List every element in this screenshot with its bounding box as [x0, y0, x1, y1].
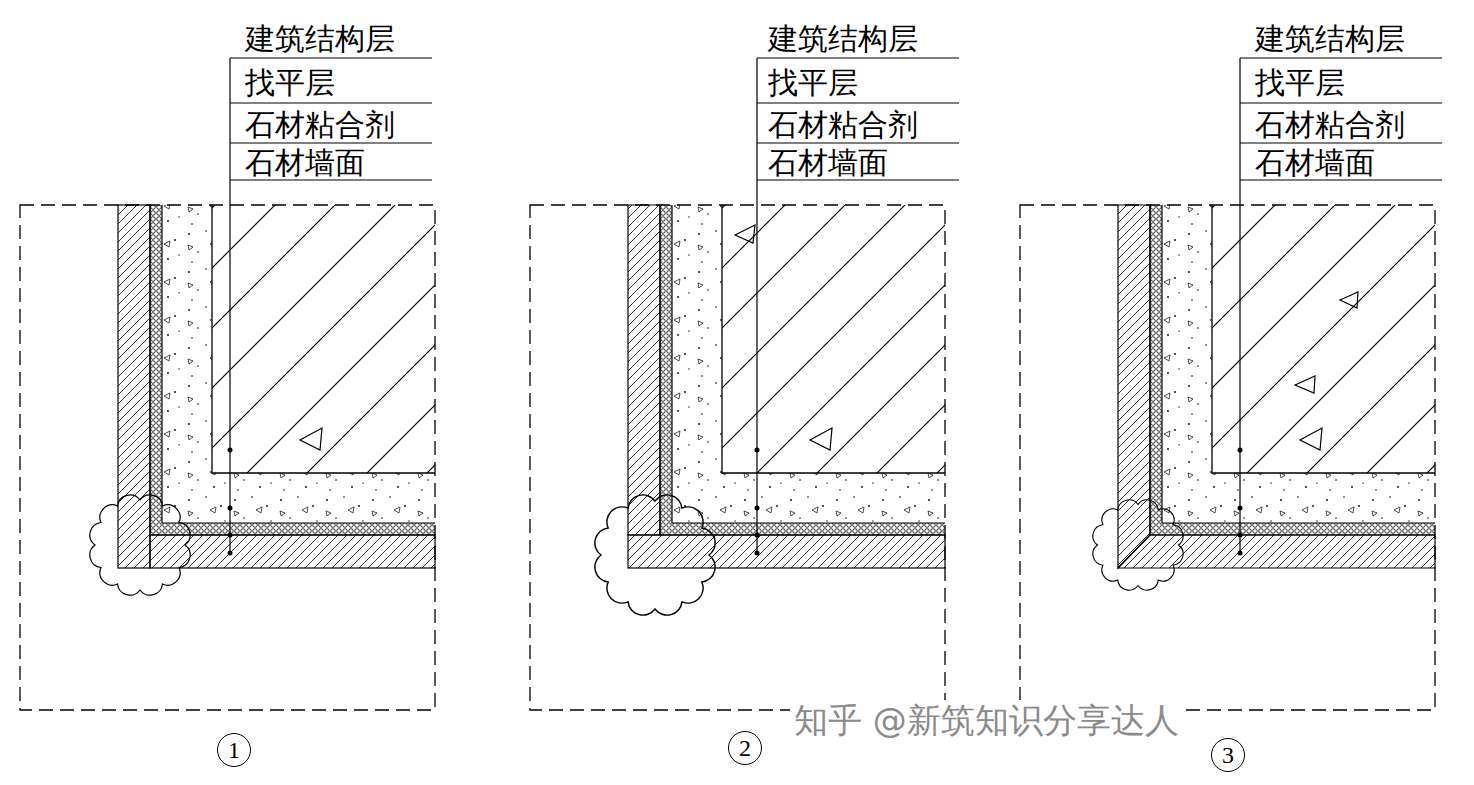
watermark: 知乎 @新筑知识分享达人 [790, 700, 1183, 740]
detail-2 [530, 205, 945, 710]
callout-circle: 2 [728, 731, 762, 765]
layer-label: 石材粘合剂 [1255, 108, 1405, 142]
layer-label: 建筑结构层 [768, 22, 918, 56]
leader-dots [228, 448, 1243, 556]
layer-label: 石材墙面 [768, 146, 888, 180]
callout-number: 3 [1222, 742, 1234, 768]
layer-label: 找平层 [245, 66, 335, 100]
layer-label: 找平层 [768, 66, 858, 100]
leader-stack [230, 58, 1442, 555]
callout-number: 2 [739, 735, 751, 761]
layer-label: 找平层 [1255, 66, 1345, 100]
callout-circle: 1 [217, 733, 251, 767]
layer-label: 建筑结构层 [245, 22, 395, 56]
detail-1 [20, 205, 435, 710]
callout-number: 1 [228, 737, 240, 763]
layer-label: 石材粘合剂 [768, 108, 918, 142]
layer-label: 石材墙面 [1255, 146, 1375, 180]
layer-label: 建筑结构层 [1255, 22, 1405, 56]
layer-label: 石材墙面 [245, 146, 365, 180]
callout-circle: 3 [1211, 738, 1245, 772]
layer-label: 石材粘合剂 [245, 108, 395, 142]
detail-3 [1020, 205, 1435, 710]
